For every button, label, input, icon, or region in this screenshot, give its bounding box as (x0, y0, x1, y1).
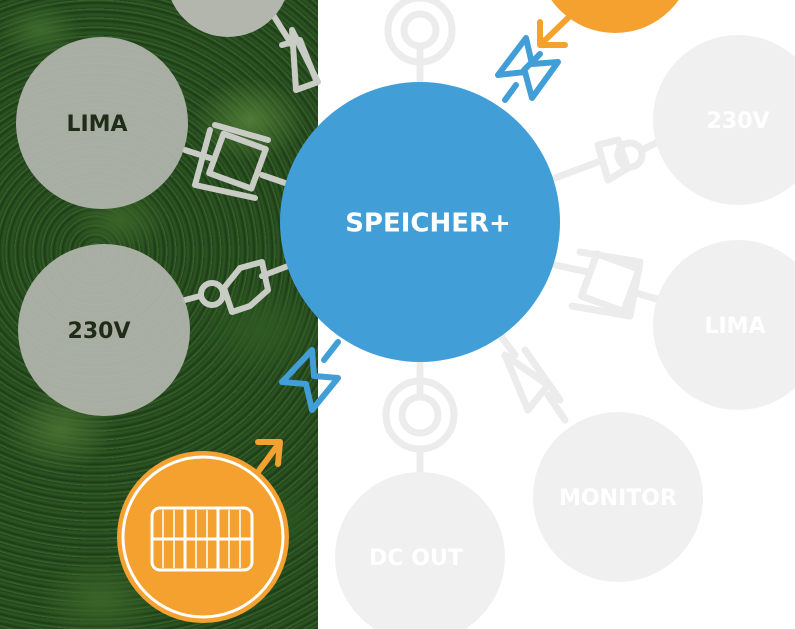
solar-panel-icon (150, 506, 254, 572)
top-orange-node[interactable] (537, 0, 693, 33)
center-node-label: SPEICHER+ (345, 209, 511, 239)
right-node-230v-label: 230V (707, 109, 770, 134)
left-node-230v[interactable] (18, 244, 190, 416)
right-node-230v[interactable] (653, 35, 795, 205)
left-node-lima-label: LIMA (66, 112, 127, 137)
left-node-lima[interactable] (16, 37, 188, 209)
right-node-lima[interactable] (653, 240, 795, 410)
solar-charge-arrow-icon (255, 439, 283, 475)
right-node-monitor[interactable] (533, 412, 703, 582)
top-diode-icon (495, 35, 561, 103)
center-node[interactable] (280, 82, 560, 362)
solar-node[interactable] (117, 451, 289, 623)
right-node-dc-out-label: DC OUT (369, 546, 463, 571)
left-connectors (182, 7, 321, 315)
right-node-dc-out[interactable] (335, 472, 505, 629)
bottom-diode-icon (279, 339, 341, 413)
top-left-node[interactable] (166, 0, 290, 37)
right-node-monitor-label: MONITOR (559, 486, 677, 511)
right-nodes: 230V LIMA MONITOR DC OUT (335, 35, 795, 629)
left-node-230v-label: 230V (68, 319, 131, 344)
top-charge-arrow-icon (537, 15, 571, 48)
right-node-lima-label: LIMA (704, 314, 765, 339)
left-nodes: LIMA 230V (16, 0, 290, 416)
